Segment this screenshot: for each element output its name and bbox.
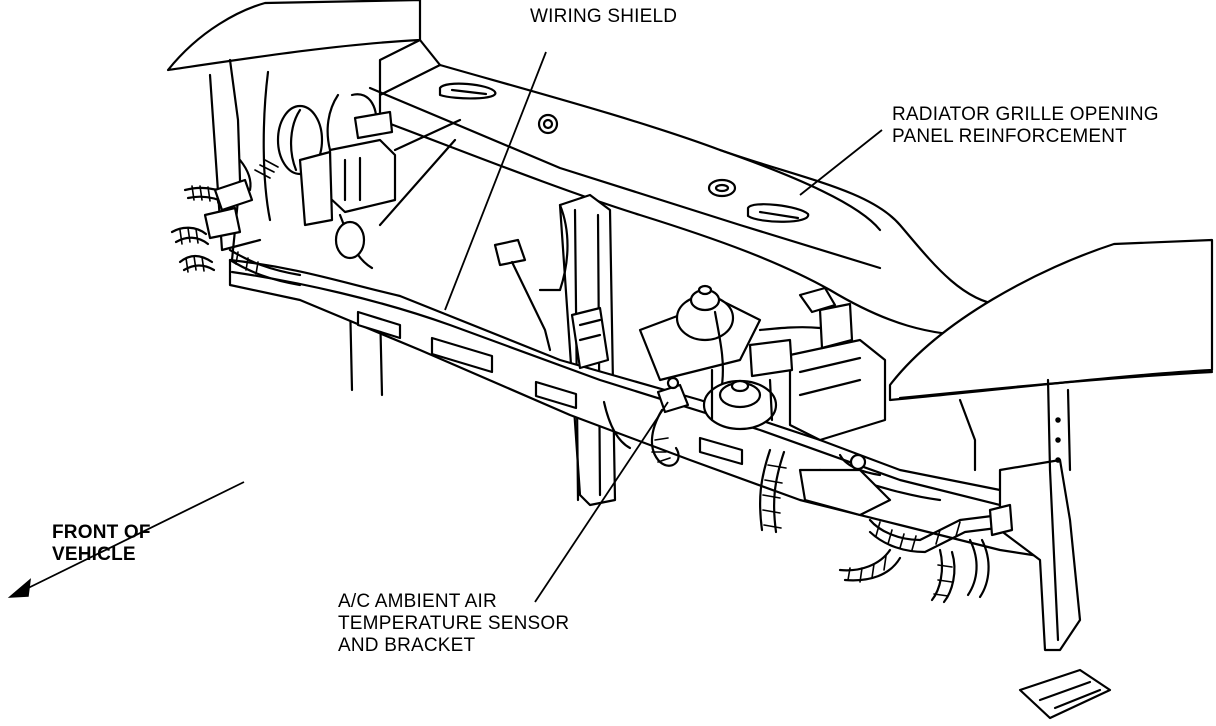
grille-reinforcement-label-line1: RADIATOR GRILLE OPENING bbox=[892, 104, 1159, 125]
ac-sensor-label-line1: A/C AMBIENT AIR bbox=[338, 591, 497, 612]
radiator-grille-opening-panel-reinforcement bbox=[368, 38, 1062, 337]
ac-sensor-label-line2: TEMPERATURE SENSOR bbox=[338, 613, 570, 634]
wiring-shield-label: WIRING SHIELD bbox=[530, 6, 678, 27]
wiring-shield-leader bbox=[444, 51, 547, 311]
front-of-vehicle-label-line1: FRONT OF bbox=[52, 522, 151, 543]
center-connector bbox=[493, 238, 610, 370]
right-fender-tip bbox=[888, 238, 1214, 472]
right-relay-bracket bbox=[748, 286, 887, 442]
left-wiring-harness bbox=[170, 158, 302, 287]
grille-reinforcement-label-line2: PANEL REINFORCEMENT bbox=[892, 126, 1127, 147]
left-relay-assembly bbox=[298, 93, 462, 270]
ac-sensor-label-line3: AND BRACKET bbox=[338, 635, 476, 656]
right-wiring-harness bbox=[758, 448, 1014, 604]
right-lower-bracket bbox=[998, 378, 1112, 720]
grille-reinforcement-leader bbox=[799, 129, 883, 196]
horn-assembly bbox=[638, 284, 778, 431]
ac-sensor-leader bbox=[534, 401, 669, 603]
front-of-vehicle-arrow bbox=[7, 481, 245, 598]
front-of-vehicle-label-line2: VEHICLE bbox=[52, 544, 136, 565]
